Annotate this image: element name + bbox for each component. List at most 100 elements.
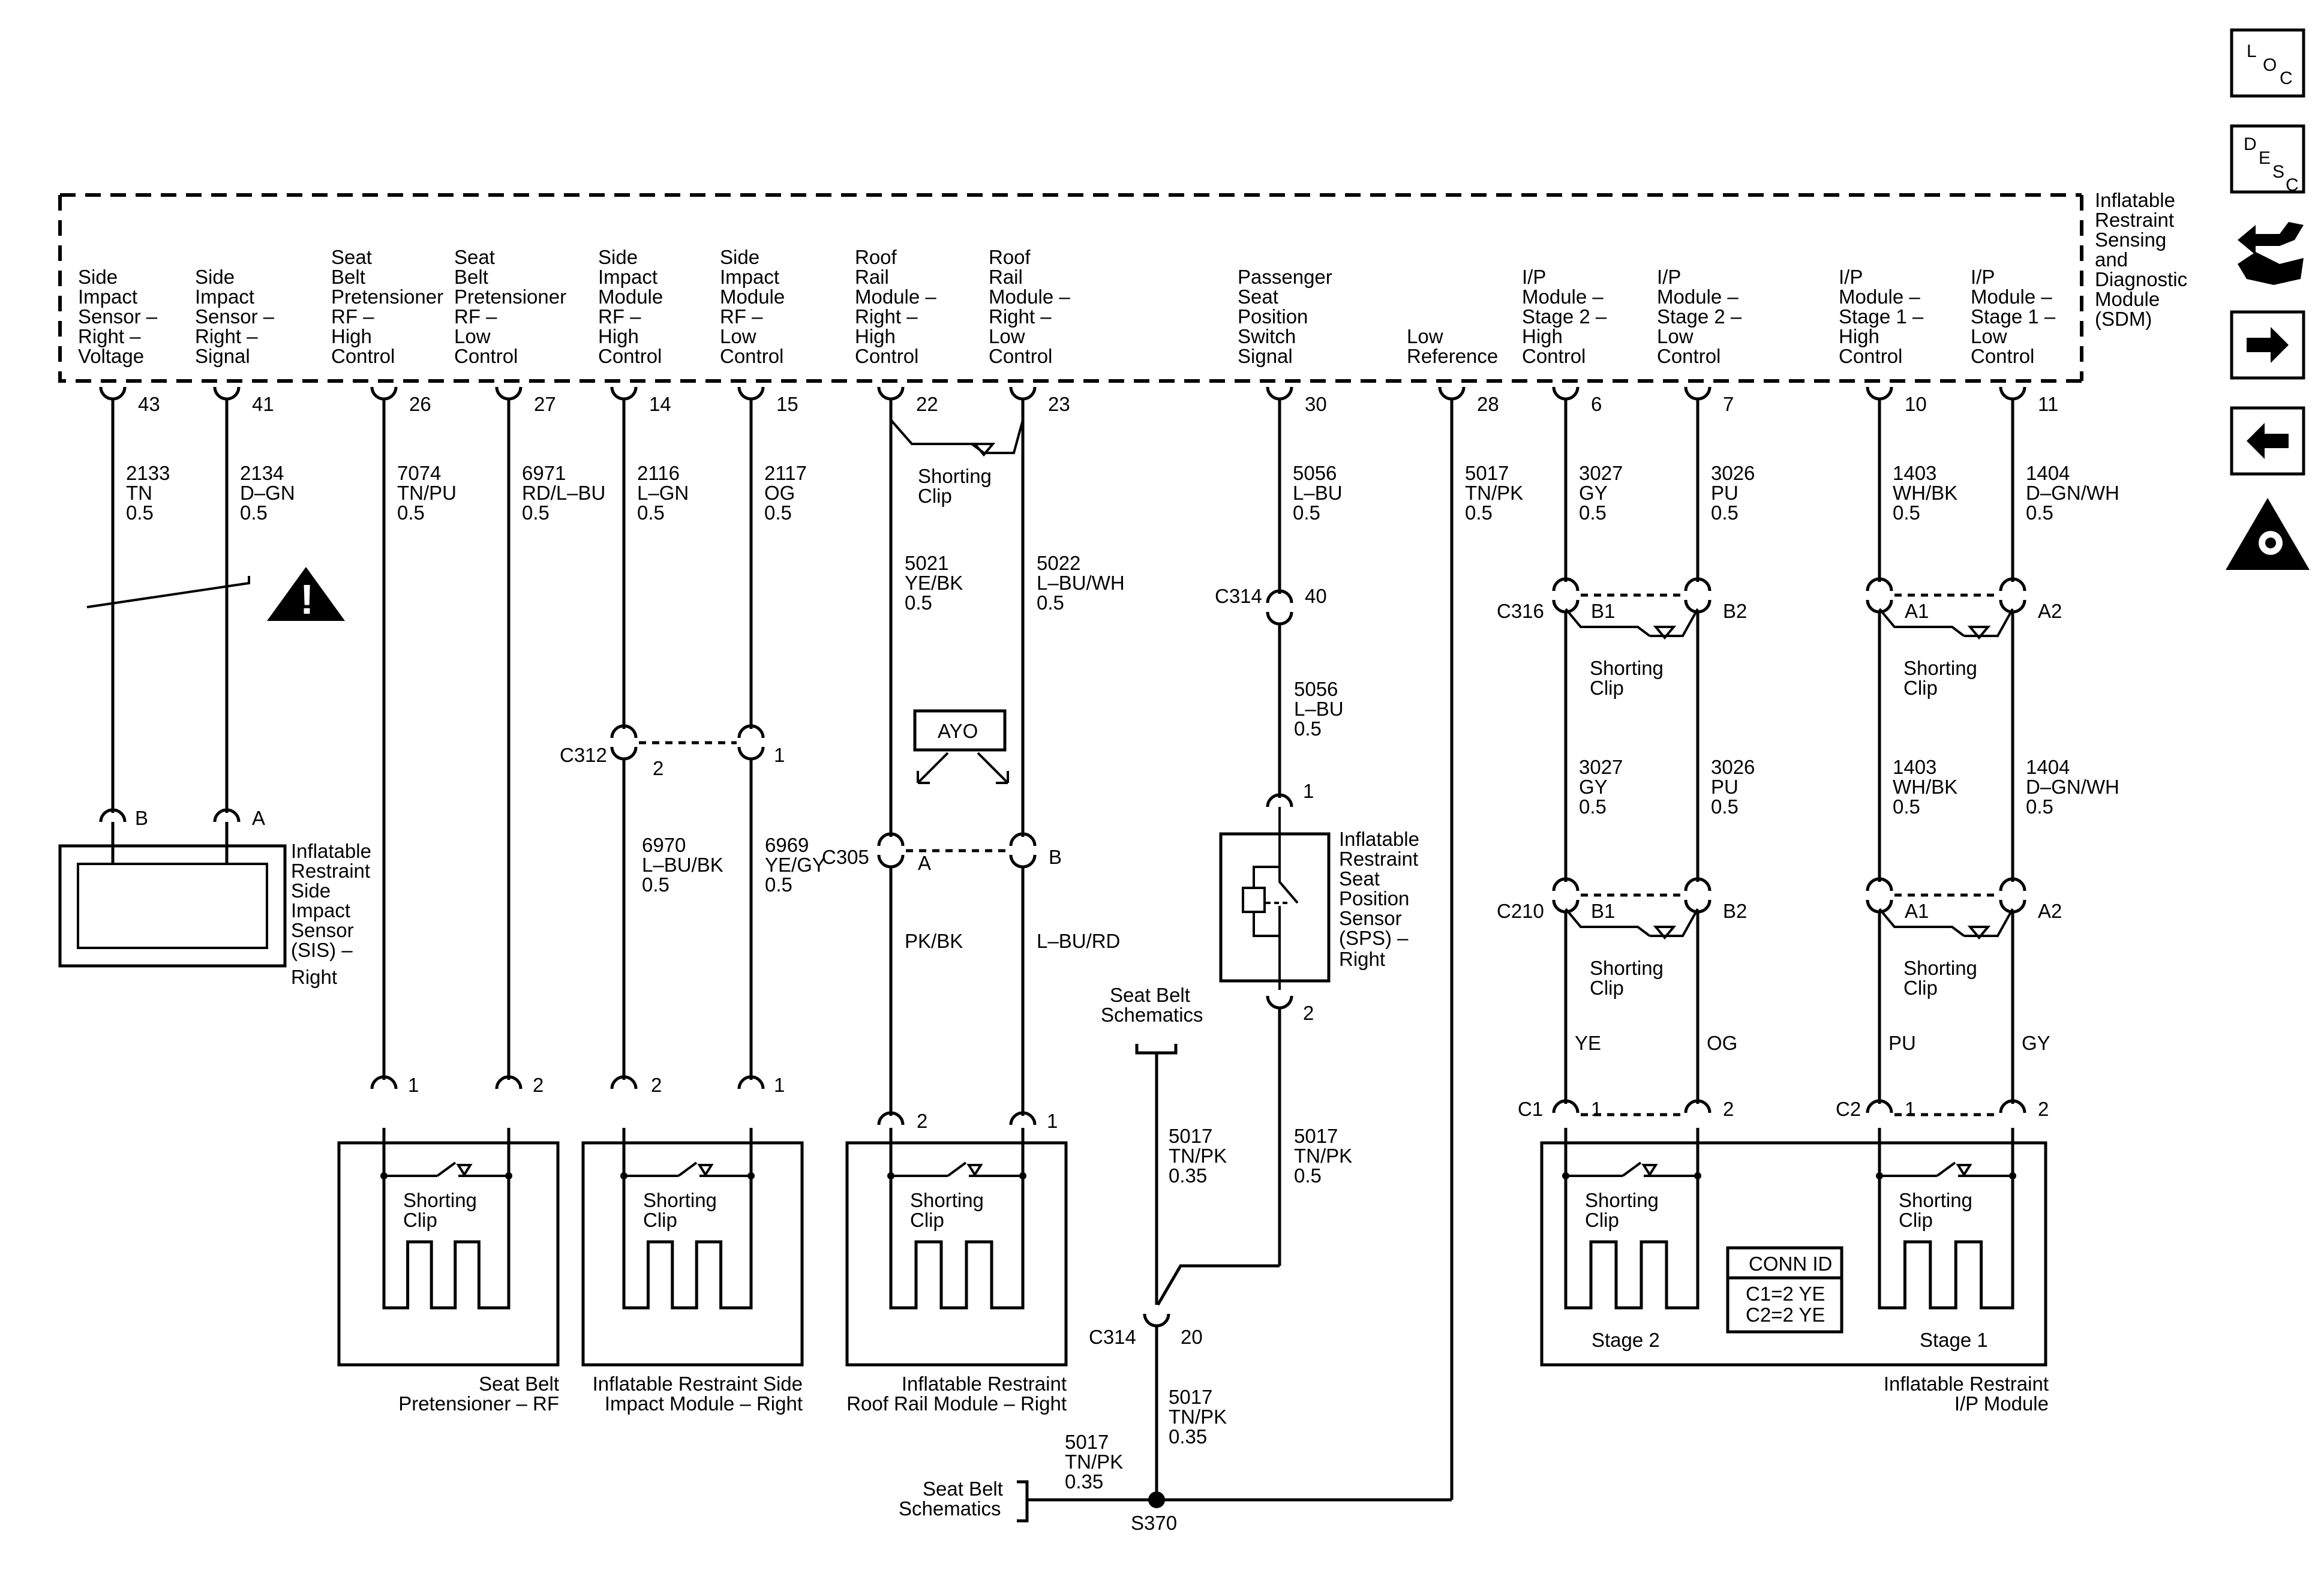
svg-text:Module –: Module – xyxy=(989,286,1070,308)
svg-text:Reference: Reference xyxy=(1407,345,1498,367)
svg-text:Passenger: Passenger xyxy=(1238,266,1332,288)
airbag-icon[interactable] xyxy=(2226,498,2310,570)
svg-text:RF –: RF – xyxy=(454,305,497,328)
svg-text:L–BU/BK: L–BU/BK xyxy=(642,854,723,876)
svg-text:TN/PK: TN/PK xyxy=(1169,1406,1227,1428)
svg-text:Module –: Module – xyxy=(1839,286,1920,308)
svg-text:Right: Right xyxy=(291,966,337,988)
svg-text:28: 28 xyxy=(1477,393,1499,415)
ip-module-component xyxy=(1540,1141,2047,1367)
svg-text:Seat: Seat xyxy=(454,246,495,268)
svg-text:Switch: Switch xyxy=(1238,325,1296,347)
svg-text:3026: 3026 xyxy=(1711,462,1755,484)
svg-text:Pretensioner – RF: Pretensioner – RF xyxy=(398,1392,559,1415)
svg-text:Clip: Clip xyxy=(1590,677,1624,699)
loc-icon[interactable]: L O C xyxy=(2230,28,2305,98)
svg-text:Low: Low xyxy=(1657,325,1694,347)
svg-text:Inflatable: Inflatable xyxy=(2095,189,2175,211)
svg-text:TN/PK: TN/PK xyxy=(1169,1145,1227,1167)
svg-text:L–BU: L–BU xyxy=(1294,698,1344,720)
ground-wire-in: 5017 TN/PK 0.35 xyxy=(1169,1125,1227,1187)
svg-text:Module: Module xyxy=(2095,288,2160,310)
svg-text:Clip: Clip xyxy=(910,1209,944,1231)
sis-pin-a xyxy=(213,808,241,822)
svg-text:C312: C312 xyxy=(560,744,607,766)
svg-text:27: 27 xyxy=(534,393,556,415)
svg-text:C1: C1 xyxy=(1518,1098,1543,1120)
svg-text:Seat: Seat xyxy=(331,246,372,268)
svg-text:Shorting: Shorting xyxy=(1590,957,1664,979)
svg-text:0.5: 0.5 xyxy=(126,502,154,524)
svg-text:0.5: 0.5 xyxy=(2026,795,2053,818)
svg-text:TN/PK: TN/PK xyxy=(1065,1451,1123,1473)
svg-text:2116: 2116 xyxy=(637,462,680,484)
svg-text:43: 43 xyxy=(138,393,160,415)
svg-text:5022: 5022 xyxy=(1037,552,1080,574)
svg-text:Seat: Seat xyxy=(1238,286,1278,308)
svg-text:AYO: AYO xyxy=(938,720,978,742)
svg-text:A1: A1 xyxy=(1905,900,1929,922)
svg-text:1: 1 xyxy=(774,744,785,766)
prev-arrow-icon[interactable] xyxy=(2230,406,2305,476)
svg-text:D–GN/WH: D–GN/WH xyxy=(2026,776,2119,798)
svg-text:O: O xyxy=(2263,55,2277,75)
svg-text:Module –: Module – xyxy=(1971,286,2052,308)
svg-text:Inflatable Restraint: Inflatable Restraint xyxy=(902,1373,1067,1395)
svg-text:Rail: Rail xyxy=(855,266,889,288)
sdm-module: Inflatable Restraint Sensing and Diagnos… xyxy=(58,189,2187,383)
svg-text:(SDM): (SDM) xyxy=(2095,308,2152,330)
svg-text:Control: Control xyxy=(1657,345,1721,367)
svg-text:OG: OG xyxy=(1707,1032,1737,1054)
svg-text:YE: YE xyxy=(1575,1032,1601,1054)
svg-text:C305: C305 xyxy=(822,846,869,868)
svg-text:2: 2 xyxy=(651,1074,662,1096)
ground-section: Seat Belt Schematics 5017 TN/PK 0.35 C31… xyxy=(899,408,1454,1534)
svg-text:30: 30 xyxy=(1305,393,1327,415)
svg-text:Right –: Right – xyxy=(855,305,918,328)
svg-text:22: 22 xyxy=(916,393,938,415)
svg-text:(SPS) –: (SPS) – xyxy=(1339,927,1409,949)
svg-text:WH/BK: WH/BK xyxy=(1893,776,1957,798)
svg-text:0.5: 0.5 xyxy=(1037,592,1064,614)
svg-text:Side: Side xyxy=(195,266,235,288)
svg-text:TN: TN xyxy=(126,482,152,504)
svg-text:Shorting: Shorting xyxy=(918,465,992,487)
svg-text:Belt: Belt xyxy=(331,266,365,288)
svg-text:Inflatable: Inflatable xyxy=(291,840,371,862)
connector-icon[interactable] xyxy=(2238,222,2304,285)
svg-text:20: 20 xyxy=(1181,1326,1203,1348)
svg-text:A2: A2 xyxy=(2038,600,2062,622)
svg-text:1: 1 xyxy=(1905,1098,1915,1120)
svg-text:B1: B1 xyxy=(1591,600,1615,622)
svg-text:C2: C2 xyxy=(1836,1098,1861,1120)
svg-text:0.5: 0.5 xyxy=(1294,718,1322,740)
svg-text:Sensor –: Sensor – xyxy=(195,305,275,328)
svg-text:Clip: Clip xyxy=(1903,977,1938,999)
svg-text:Shorting: Shorting xyxy=(1899,1189,1972,1211)
ground-wire-below: 5017 TN/PK 0.35 xyxy=(1169,1386,1227,1448)
svg-text:OG: OG xyxy=(764,482,795,504)
svg-text:Control: Control xyxy=(855,345,918,367)
svg-text:5056: 5056 xyxy=(1293,462,1337,484)
svg-text:!: ! xyxy=(300,576,314,623)
svg-text:2: 2 xyxy=(533,1074,544,1096)
desc-icon[interactable]: D E S C xyxy=(2230,124,2305,195)
svg-text:C2=2 YE: C2=2 YE xyxy=(1746,1304,1825,1326)
svg-text:Side: Side xyxy=(78,266,118,288)
svg-text:40: 40 xyxy=(1305,585,1327,607)
svg-text:0.5: 0.5 xyxy=(1711,795,1739,818)
svg-text:10: 10 xyxy=(1905,393,1927,415)
svg-text:RF –: RF – xyxy=(331,305,374,328)
svg-text:E: E xyxy=(2259,148,2271,168)
sis-section: ! B A Inflatable Restraint Side Impact S… xyxy=(58,408,371,988)
next-arrow-icon[interactable] xyxy=(2230,310,2305,380)
svg-text:Sensor: Sensor xyxy=(291,919,354,941)
